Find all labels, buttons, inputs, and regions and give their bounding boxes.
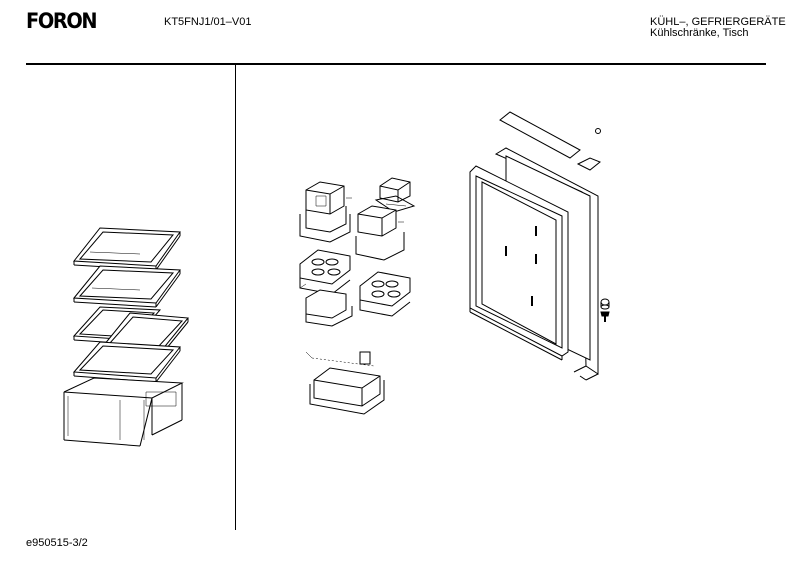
crisper-drawer <box>64 378 182 446</box>
door-bin-upper-left <box>300 182 352 242</box>
category-title: KÜHL–, GEFRIERGERÄTE <box>650 16 786 28</box>
door-handle-cap <box>578 158 600 170</box>
egg-tray-right <box>360 272 410 316</box>
header-divider <box>26 63 766 65</box>
hinge-bushing <box>601 299 609 309</box>
category-subtitle: Kühlschränke, Tisch <box>650 27 749 39</box>
door-gasket <box>470 166 568 360</box>
door-top-strip <box>500 112 580 158</box>
shelf-2 <box>74 266 180 307</box>
door-bin-bottle <box>306 352 384 414</box>
shelf-1 <box>74 228 180 270</box>
door-bin-small-left <box>300 284 352 326</box>
shelf-4 <box>74 342 180 382</box>
document-id: e950515-3/2 <box>26 537 88 549</box>
hinge-screw <box>601 312 609 322</box>
door-screw-top <box>596 129 601 134</box>
door-bin-small-top <box>376 178 414 212</box>
column-divider <box>235 64 236 530</box>
brand-logo: FORON <box>26 9 98 33</box>
model-number: KT5FNJ1/01–V01 <box>164 16 252 28</box>
door-bin-middle-right <box>356 206 404 260</box>
egg-tray-left <box>300 250 350 294</box>
